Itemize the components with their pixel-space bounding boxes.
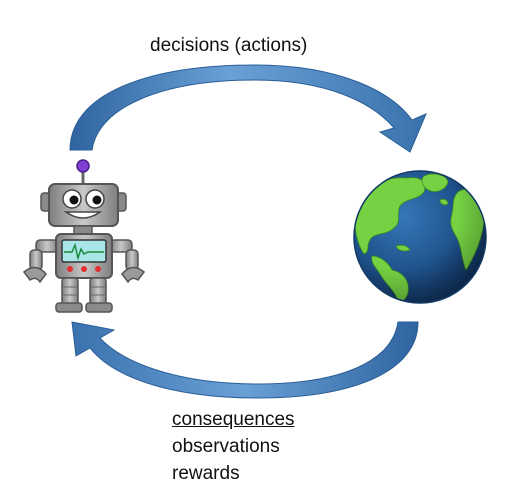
feedback-labels: consequences observations rewards xyxy=(172,408,295,489)
observations-label: observations xyxy=(172,436,280,457)
rewards-label: rewards xyxy=(172,463,240,484)
actions-arrow xyxy=(69,64,427,153)
feedback-arrow xyxy=(71,321,419,399)
actions-label: decisions (actions) xyxy=(150,35,308,56)
robot-icon xyxy=(22,159,146,313)
consequences-label: consequences xyxy=(172,409,295,430)
globe-icon xyxy=(353,170,487,304)
